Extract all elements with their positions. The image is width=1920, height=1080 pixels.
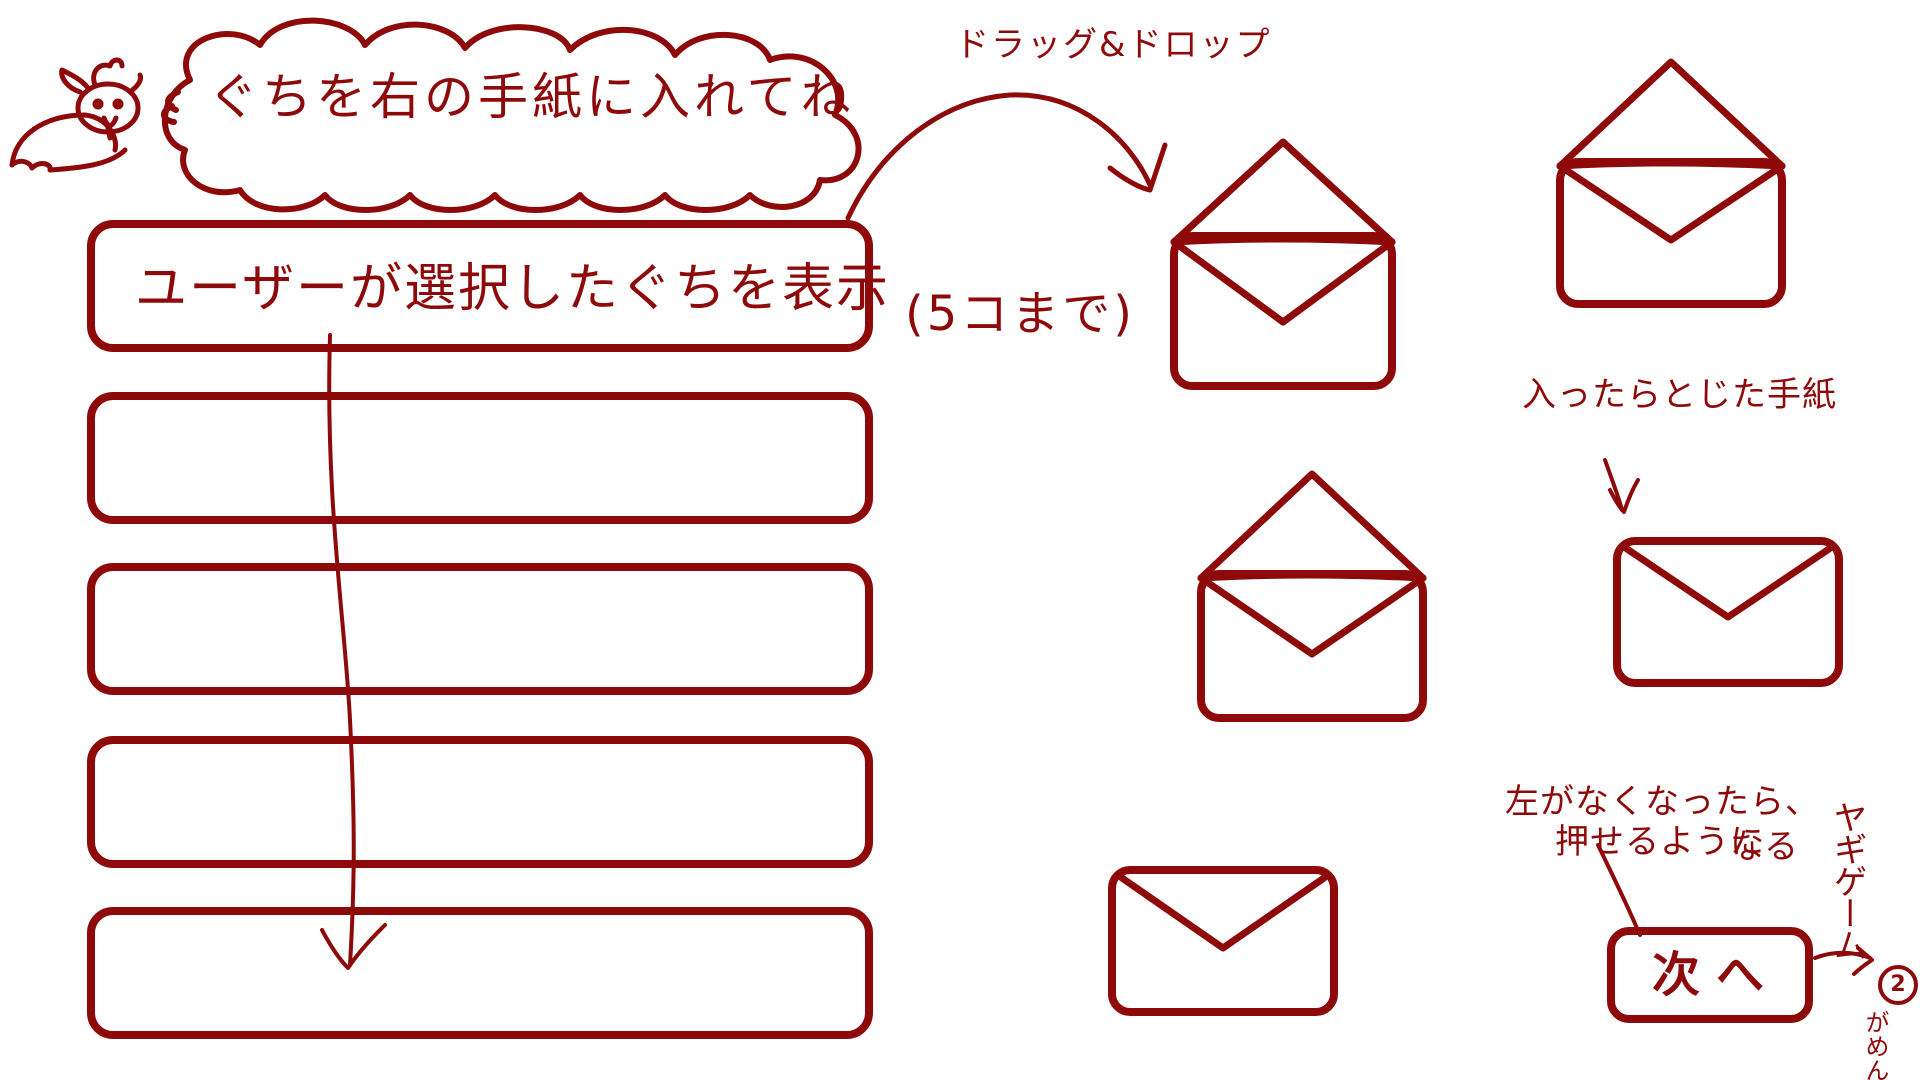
open-envelope-icon	[1556, 58, 1786, 244]
closed-letter-label: 入ったらとじた手紙	[1522, 375, 1837, 415]
drag-arrow	[845, 92, 1168, 221]
instruction-text: ぐちを右の手紙に入れてね	[208, 68, 855, 126]
screen-suffix-label: がめん	[1861, 1010, 1889, 1080]
closed-envelope-icon	[1118, 874, 1328, 952]
complaint-slot-2[interactable]	[87, 392, 873, 524]
letter-drop-target-3[interactable]	[1197, 470, 1427, 722]
complaint-slot-4[interactable]	[87, 736, 873, 868]
enable-condition-line1: 左がなくなったら、	[1505, 782, 1820, 822]
complaint-slot-label: ユーザーが選択したぐちを表示	[135, 259, 890, 319]
open-envelope-icon	[1197, 470, 1427, 658]
letter-drop-target-2[interactable]	[1556, 58, 1786, 308]
drag-drop-label: ドラッグ&ドロップ	[955, 25, 1272, 65]
complaint-slot-3[interactable]	[87, 563, 873, 695]
slots-down-arrow	[320, 333, 387, 970]
complaint-slot-1[interactable]: ユーザーが選択したぐちを表示	[87, 220, 888, 352]
limit-label: (5コまで)	[905, 286, 1135, 342]
next-note-arrow	[1596, 843, 1642, 937]
screen-number-badge: 2	[1878, 965, 1918, 1005]
speech-bubble	[161, 17, 862, 213]
enable-condition-line2: 押せるように	[1555, 822, 1765, 862]
complaint-slot-5[interactable]	[87, 907, 873, 1039]
next-destination-arrow	[1813, 946, 1874, 976]
closed-envelope-icon	[1623, 545, 1833, 621]
letter-drop-target-5[interactable]	[1108, 866, 1338, 1016]
next-destination-label: ヤギゲーム	[1827, 800, 1867, 960]
next-button[interactable]: 次へ	[1607, 927, 1813, 1023]
letter-drop-target-1[interactable]	[1170, 138, 1396, 390]
enable-condition-line3: なる	[1730, 827, 1798, 867]
letter-drop-target-4[interactable]	[1613, 537, 1843, 687]
open-envelope-icon	[1170, 138, 1396, 326]
closed-letter-arrow	[1603, 458, 1640, 514]
goat-mascot-icon	[9, 57, 143, 173]
